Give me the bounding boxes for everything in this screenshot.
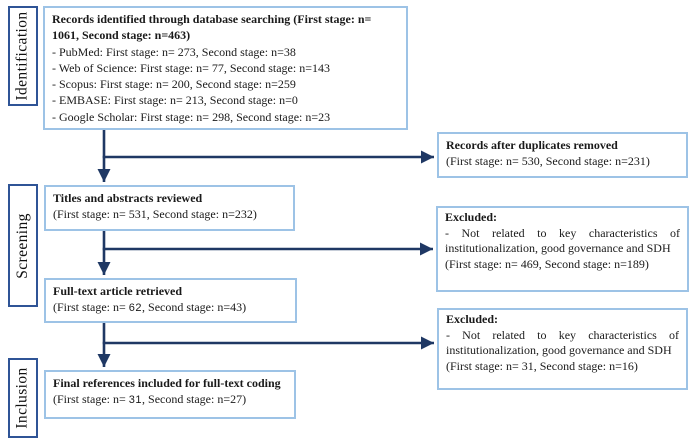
records-identified-source-pubmed: - PubMed: First stage: n= 273, Second st…	[52, 44, 296, 59]
fulltext-count-number: 62	[128, 302, 143, 314]
excluded-screening-reason: - Not related to key characteristics of …	[445, 225, 680, 256]
final-count-suffix: , Second stage: n=27)	[142, 392, 247, 406]
stage-label-inclusion: Inclusion	[8, 358, 38, 438]
records-identified-title: Records identified through database sear…	[52, 12, 372, 43]
duplicates-removed-counts: (First stage: n= 530, Second stage: n=23…	[446, 154, 650, 168]
excluded-fulltext-title: Excluded:	[446, 312, 499, 326]
records-identified-source-embase: - EMBASE: First stage: n= 213, Second st…	[52, 93, 298, 108]
box-excluded-screening: Excluded: - Not related to key character…	[436, 206, 689, 292]
box-final-included: Final references included for full-text …	[44, 370, 296, 419]
stage-label-identification-text: Identification	[14, 11, 32, 101]
duplicates-removed-title: Records after duplicates removed	[446, 138, 618, 152]
fulltext-retrieved-counts: (First stage: n= 62, Second stage: n=43)	[53, 299, 288, 316]
box-duplicates-removed: Records after duplicates removed (First …	[437, 132, 688, 178]
fulltext-count-suffix: , Second stage: n=43)	[142, 300, 247, 314]
stage-label-screening-text: Screening	[14, 212, 32, 279]
titles-abstracts-counts: (First stage: n= 531, Second stage: n=23…	[53, 207, 257, 221]
titles-abstracts-title: Titles and abstracts reviewed	[53, 191, 203, 205]
final-count-prefix: (First stage: n=	[53, 392, 129, 406]
records-identified-source-google-scholar: - Google Scholar: First stage: n= 298, S…	[52, 109, 331, 124]
stage-label-identification: Identification	[8, 6, 38, 106]
records-identified-source-scopus: - Scopus: First stage: n= 200, Second st…	[52, 77, 296, 92]
final-count-number: 31	[128, 394, 143, 406]
box-titles-abstracts-reviewed: Titles and abstracts reviewed (First sta…	[44, 185, 295, 231]
stage-label-screening: Screening	[8, 184, 38, 307]
final-included-title: Final references included for full-text …	[53, 376, 281, 390]
box-records-identified: Records identified through database sear…	[43, 6, 408, 130]
fulltext-retrieved-title: Full-text article retrieved	[53, 284, 183, 298]
fulltext-count-prefix: (First stage: n=	[53, 300, 129, 314]
excluded-screening-title: Excluded:	[445, 210, 498, 224]
box-excluded-fulltext: Excluded: - Not related to key character…	[437, 308, 688, 390]
excluded-fulltext-reason: - Not related to key characteristics of …	[446, 327, 679, 358]
records-identified-source-web-of-science: - Web of Science: First stage: n= 77, Se…	[52, 60, 330, 75]
box-fulltext-retrieved: Full-text article retrieved (First stage…	[44, 278, 297, 323]
final-included-counts: (First stage: n= 31, Second stage: n=27)	[53, 391, 287, 408]
stage-label-inclusion-text: Inclusion	[14, 367, 32, 429]
excluded-fulltext-counts: (First stage: n= 31, Second stage: n=16)	[446, 358, 638, 373]
excluded-screening-counts: (First stage: n= 469, Second stage: n=18…	[445, 256, 649, 271]
